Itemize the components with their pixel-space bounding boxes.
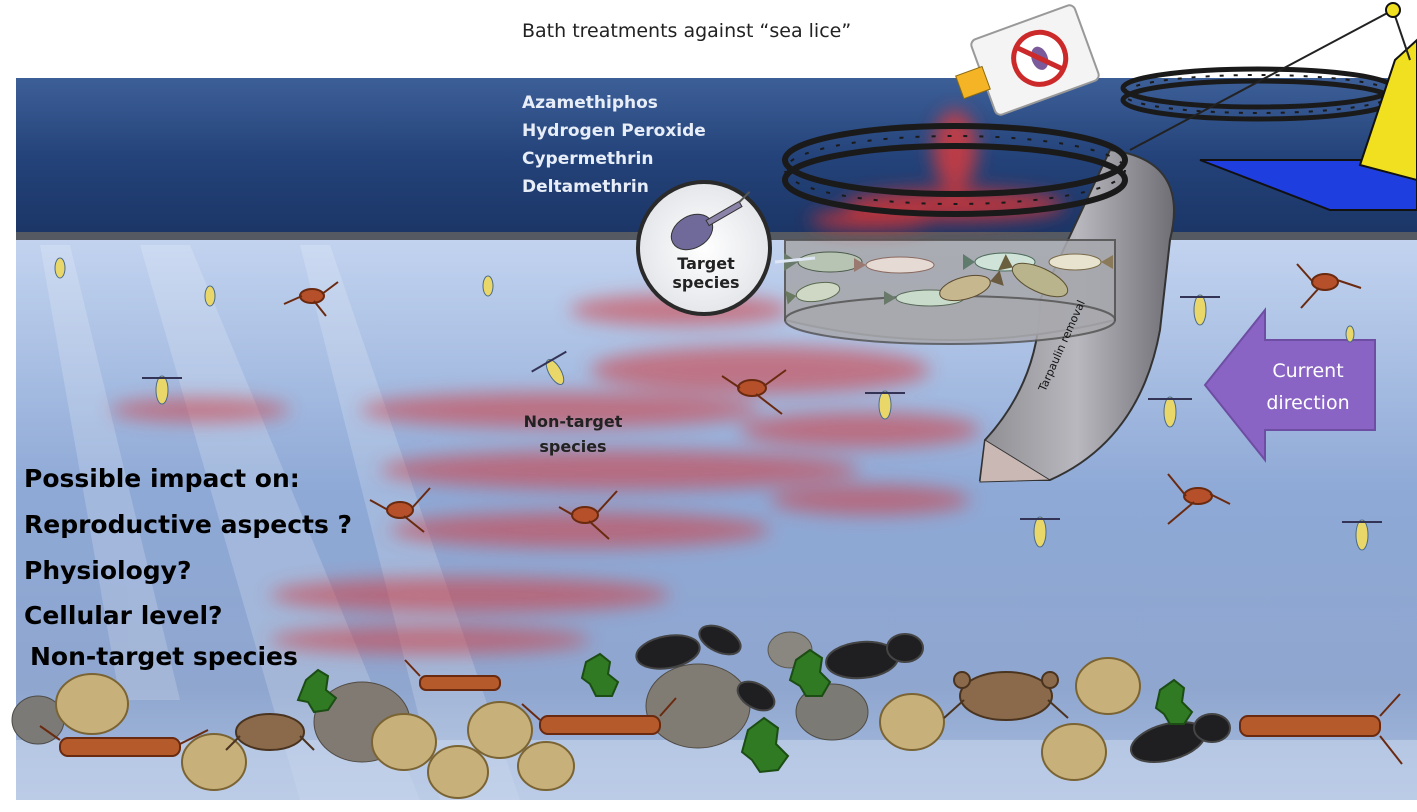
seaweed-icon [296,668,338,714]
sky [0,0,1417,78]
current-arrow [1203,307,1376,463]
target-species-line-2: species [672,273,740,292]
amphipod-icon [558,490,618,540]
crab-icon [943,671,1069,721]
non-target-line-1: Non-target [523,412,623,431]
seaweed-icon [1154,678,1194,725]
seaweed-icon [740,716,790,774]
amphipod-group [283,263,1362,540]
oyster-icon [427,745,489,799]
oyster-icon [1075,657,1141,715]
mussel-icon [886,633,924,663]
copepod-icon [865,390,905,420]
oyster-icon [1041,723,1107,781]
oyster-icon [181,733,247,791]
rock-icon [795,683,869,741]
oyster-icon [879,693,945,751]
mussel-icon [635,634,701,670]
mussel-icon [736,680,776,712]
sea-louse-icon [670,191,751,251]
copepod-group [54,257,1382,551]
amphipod-icon [1167,473,1231,525]
copepod-icon [1180,294,1220,326]
copepod-icon [142,375,182,405]
oyster-icon [467,701,533,759]
amphipod-icon [721,369,787,415]
current-line-2: direction [1266,392,1350,414]
mussel-icon [698,624,742,656]
rock-icon [645,663,751,749]
fish-group [784,251,1113,307]
impact-physiology: Physiology? [24,556,192,585]
crab-group [225,671,1069,751]
crab-icon [225,713,315,751]
copepod-icon [1345,325,1355,343]
copepod-icon [1020,516,1060,548]
copepod-icon [1148,396,1192,428]
mussel-icon [1193,713,1231,743]
chemical-hydrogen-peroxide: Hydrogen Peroxide [522,121,706,141]
amphipod-icon [283,281,339,317]
chemical-deltamethrin: Deltamethrin [522,177,649,197]
oyster-icon [55,673,129,735]
non-target-line-2: species [539,437,607,456]
chemical-plume [110,294,980,654]
lobster-icon [404,659,501,691]
seaweed-group [296,648,1194,774]
amphipod-icon [369,487,431,533]
current-direction-label: Current direction [1258,355,1358,419]
target-species-label: Target species [664,254,748,292]
diagram-title: Bath treatments against “sea lice” [522,20,852,42]
target-species-callout [636,180,816,316]
lobster-icon [1239,693,1403,765]
impact-non-target: Non-target species [30,642,298,671]
impact-cellular: Cellular level? [24,601,223,630]
copepod-icon [482,275,494,297]
lobster-icon [39,725,209,757]
non-target-species-label: Non-target species [508,408,638,458]
lobster-group [39,659,1403,765]
boat-icon [1129,2,1417,211]
oyster-icon [371,713,437,771]
current-line-1: Current [1272,360,1344,382]
bottle-icon [955,4,1100,116]
oyster-icon [517,741,575,791]
oyster-group [55,657,1141,799]
chemical-azamethiphos: Azamethiphos [522,93,658,113]
chemical-cypermethrin: Cypermethrin [522,149,654,169]
copepod-icon [54,257,66,279]
no-lice-icon [1011,29,1069,87]
copepod-icon [531,350,567,385]
lobster-icon [521,697,677,735]
copepod-icon [1342,519,1382,551]
fish-pen-ring [782,123,1128,217]
target-species-line-1: Target [677,254,735,273]
impact-reproductive: Reproductive aspects ? [24,510,353,539]
impact-heading: Possible impact on: [24,464,300,493]
seaweed-icon [788,648,832,697]
copepod-icon [204,285,216,307]
mussel-group [635,624,1231,763]
seaweed-icon [580,652,620,697]
amphipod-icon [1296,263,1362,309]
